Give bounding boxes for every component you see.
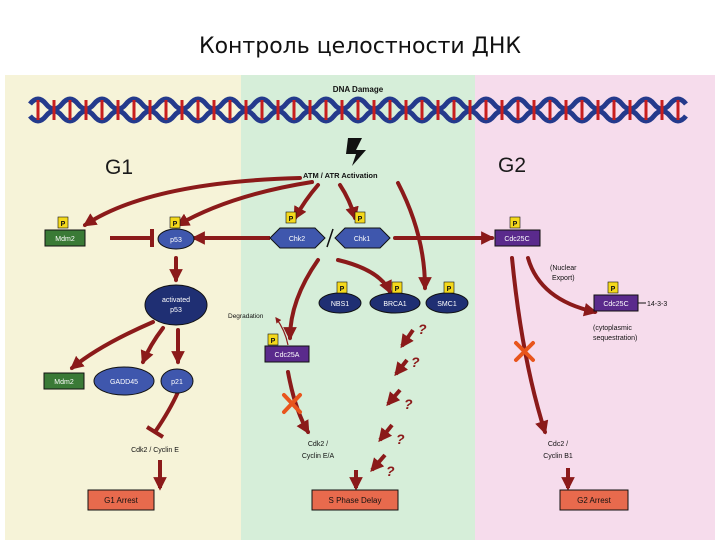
phospho-badge-nbs1: P bbox=[336, 281, 348, 294]
phospho-badge-cdc25c-exported: P bbox=[607, 281, 619, 294]
node-chk2: Chk2 bbox=[269, 227, 326, 249]
node-p53: p53 bbox=[157, 228, 195, 250]
g1-arrest-box: G1 Arrest bbox=[87, 489, 155, 511]
svg-text:G2 Arrest: G2 Arrest bbox=[577, 496, 612, 505]
node-p21: p21 bbox=[160, 368, 194, 394]
dna-damage-label: DNA Damage bbox=[333, 85, 384, 94]
phospho-badge-cdc25c: P bbox=[509, 216, 521, 229]
phospho-badge-smc1: P bbox=[443, 281, 455, 294]
inhibit-p21-cdk2 bbox=[153, 391, 180, 434]
cdk2-cyclin-ea-label-line2: Cyclin E/A bbox=[302, 453, 335, 460]
svg-text:SMC1: SMC1 bbox=[437, 301, 457, 308]
arrow-atm-to-mdm2 bbox=[82, 176, 302, 227]
node-gadd45: GADD45 bbox=[93, 366, 155, 396]
inhibit-chk2-chk1-bar bbox=[326, 228, 334, 248]
node-cdc25c-exported: Cdc25C bbox=[593, 294, 639, 312]
cdk2-cyclin-ea-label-line1: Cdk2 / bbox=[308, 441, 328, 448]
node-cdc25a: Cdc25A bbox=[264, 345, 310, 363]
cdc2-cyclin-b1-label-line2: Cyclin B1 bbox=[543, 453, 573, 460]
phospho-badge-brca1: P bbox=[391, 281, 403, 294]
svg-text:NBS1: NBS1 bbox=[331, 301, 349, 308]
svg-text:Chk1: Chk1 bbox=[354, 236, 370, 243]
arrow-chk-to-brca1 bbox=[336, 258, 392, 295]
svg-text:p53: p53 bbox=[170, 237, 182, 244]
svg-text:Cdc25A: Cdc25A bbox=[275, 352, 300, 359]
block-x-icon bbox=[514, 341, 535, 362]
phase-label-g1: G1 bbox=[105, 156, 133, 179]
binding-partner-label: 14-3-3 bbox=[647, 301, 667, 308]
node-chk1: Chk1 bbox=[334, 227, 391, 249]
node-activated-p53: activated p53 bbox=[144, 284, 208, 326]
cdk2-cyclin-e-label: Cdk2 / Cyclin E bbox=[131, 447, 179, 454]
slide-title: Контроль целостности ДНК bbox=[198, 34, 522, 59]
svg-text:P: P bbox=[173, 221, 178, 228]
svg-text:Mdm2: Mdm2 bbox=[54, 379, 74, 386]
atm-atr-activation-label: ATM / ATR Activation bbox=[303, 171, 378, 180]
arrow-activated-p53-to-gadd45 bbox=[140, 326, 165, 365]
svg-text:P: P bbox=[447, 286, 452, 293]
phospho-badges: P P P P P P P P P P bbox=[57, 211, 619, 346]
arrow-activated-p53-to-mdm2 bbox=[69, 320, 155, 370]
svg-text:Chk2: Chk2 bbox=[289, 236, 305, 243]
cdc2-cyclin-b1-label-line1: Cdc2 / bbox=[548, 441, 568, 448]
phase-label-g2: G2 bbox=[498, 154, 526, 177]
question-mark-3: ? bbox=[404, 396, 413, 412]
svg-text:BRCA1: BRCA1 bbox=[383, 301, 406, 308]
svg-text:P: P bbox=[611, 286, 616, 293]
node-mdm2-top: Mdm2 bbox=[44, 229, 86, 247]
svg-text:activated: activated bbox=[162, 297, 190, 304]
node-brca1: BRCA1 bbox=[369, 292, 421, 314]
svg-text:P: P bbox=[289, 216, 294, 223]
svg-text:P: P bbox=[271, 338, 276, 345]
svg-text:P: P bbox=[395, 286, 400, 293]
svg-text:G1 Arrest: G1 Arrest bbox=[104, 496, 139, 505]
svg-text:Mdm2: Mdm2 bbox=[55, 236, 75, 243]
phospho-badge-p53: P bbox=[169, 216, 181, 229]
s-phase-delay-box: S Phase Delay bbox=[311, 489, 399, 511]
phospho-badge-chk2: P bbox=[285, 211, 297, 224]
question-mark-4: ? bbox=[396, 431, 405, 447]
svg-text:Cdc25C: Cdc25C bbox=[504, 236, 529, 243]
question-mark-1: ? bbox=[418, 321, 427, 337]
node-mdm2-bottom: Mdm2 bbox=[43, 372, 85, 390]
nuclear-export-label-line1: (Nuclear bbox=[550, 265, 577, 272]
phospho-badge-mdm2: P bbox=[57, 216, 69, 229]
question-mark-5: ? bbox=[386, 463, 395, 479]
svg-text:p21: p21 bbox=[171, 379, 183, 386]
nuclear-export-label-line2: Export) bbox=[552, 275, 575, 282]
question-mark-2: ? bbox=[411, 354, 420, 370]
node-smc1: SMC1 bbox=[425, 292, 469, 314]
block-x-icon bbox=[282, 393, 302, 414]
cytoplasmic-label-line1: (cytoplasmic bbox=[593, 325, 632, 332]
uncertain-arrows bbox=[370, 328, 415, 473]
phospho-badge-cdc25a: P bbox=[267, 333, 279, 346]
arrow-atm-to-p53 bbox=[175, 180, 314, 227]
dna-helix bbox=[28, 96, 688, 124]
outcome-arrows bbox=[153, 460, 575, 491]
svg-text:S Phase Delay: S Phase Delay bbox=[329, 496, 382, 505]
svg-text:Cdc25C: Cdc25C bbox=[603, 301, 628, 308]
arrow-atm-to-chk1 bbox=[338, 183, 359, 221]
svg-text:P: P bbox=[513, 221, 518, 228]
svg-text:P: P bbox=[358, 216, 363, 223]
damage-bolt-icon bbox=[346, 138, 366, 166]
node-nbs1: NBS1 bbox=[318, 292, 362, 314]
cytoplasmic-label-line2: sequestration) bbox=[593, 335, 637, 342]
inhibition-arrows bbox=[110, 229, 270, 439]
svg-text:P: P bbox=[61, 221, 66, 228]
node-cdc25c: Cdc25C bbox=[494, 229, 541, 247]
arrow-atm-to-nbs1-smc1 bbox=[396, 181, 432, 291]
pathway-arrows bbox=[69, 176, 598, 435]
degradation-label: Degradation bbox=[228, 313, 264, 320]
arrow-to-degradation bbox=[275, 317, 289, 346]
svg-text:P: P bbox=[340, 286, 345, 293]
g2-arrest-box: G2 Arrest bbox=[559, 489, 629, 511]
arrow-cdc25c-to-export bbox=[526, 256, 598, 317]
arrow-atm-to-chk2 bbox=[293, 183, 320, 221]
svg-text:GADD45: GADD45 bbox=[110, 379, 138, 386]
svg-text:p53: p53 bbox=[170, 307, 182, 314]
phospho-badge-chk1: P bbox=[354, 211, 366, 224]
arrow-chk2-to-cdc25a bbox=[283, 258, 320, 341]
